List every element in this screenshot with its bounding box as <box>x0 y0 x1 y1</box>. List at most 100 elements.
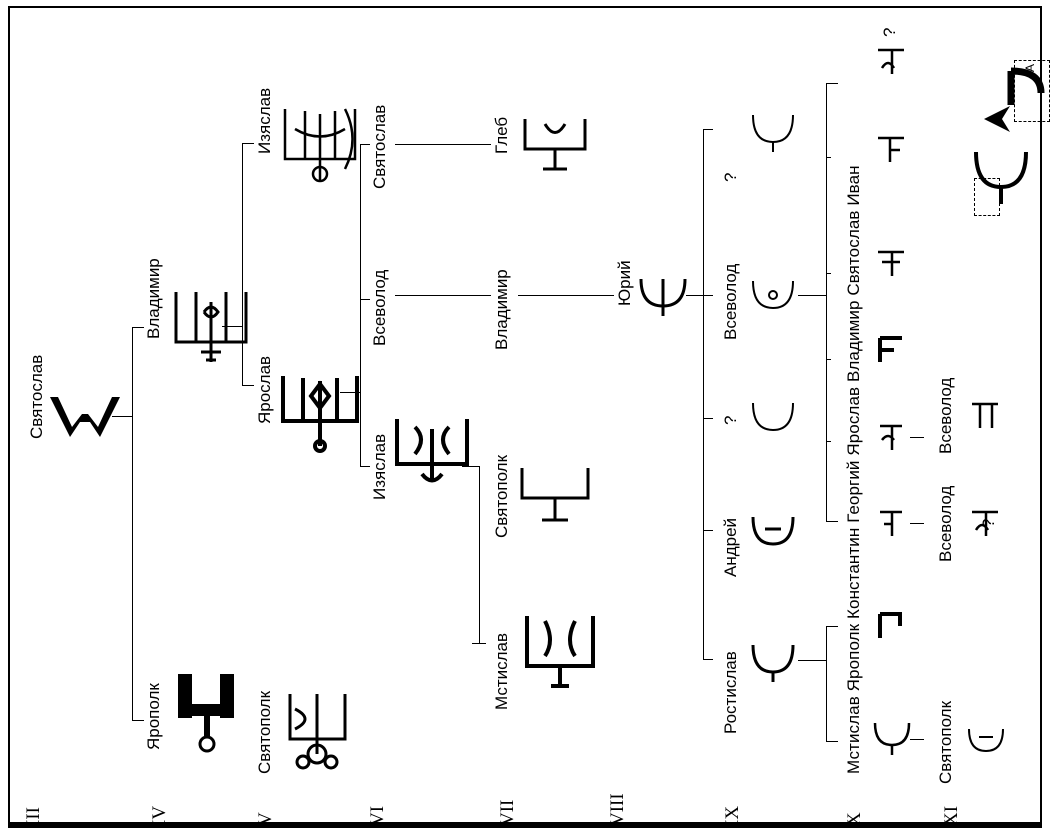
name-vsevolod2-g11: Всеволод <box>936 377 955 454</box>
sign-sviatoslav-g3-icon <box>50 397 120 437</box>
name-gleb-g7: Глеб <box>492 116 511 154</box>
connector-g3-stem <box>112 416 132 417</box>
name-vsevolod-g9: Всеволод <box>721 263 740 340</box>
name-unknown1-g9: ? <box>721 415 740 425</box>
generation-VI: VI <box>367 805 388 826</box>
name-sviatoslav-g3: Святослав <box>27 354 46 439</box>
frame-bottom-edge <box>8 823 1042 828</box>
connector-vsevolod-g9-stem <box>798 295 826 296</box>
connector-g9-left-drop2 <box>826 626 838 627</box>
sign-vladimir-g4-icon <box>174 292 248 362</box>
connector-vsevolod-g6-drop <box>360 299 370 300</box>
connector-g9-right-tick5 <box>826 157 831 158</box>
connector-g8-branch <box>703 130 704 660</box>
connector-yuri-stem <box>686 295 703 296</box>
name-mstislav-g7: Мстислав <box>492 632 511 710</box>
name-sviatoslav-g6: Святослав <box>370 104 389 189</box>
sign-vladimir-g10-icon <box>878 250 904 276</box>
sign-sviatopolk-g11-icon <box>968 728 1004 753</box>
generation-V: V <box>255 812 276 826</box>
connector-g6-branch <box>479 466 480 644</box>
generation-III: III <box>23 807 44 826</box>
sign-mstislav-g7-icon <box>525 616 595 688</box>
sign-ivan-g10-icon <box>878 48 904 74</box>
connector-g9-left-branch <box>826 627 827 742</box>
sign-vsevolod-g9-icon <box>752 280 794 310</box>
name-unknown-g10: ? <box>880 27 899 37</box>
name-yuri-g8: Юрий <box>615 260 634 306</box>
sign-izyaslav-g6-icon <box>395 419 469 483</box>
generation-X: X <box>844 812 865 826</box>
connector-izyaslav-drop <box>242 143 254 144</box>
name-row-g10: Мстислав Ярополк Константин Георгий Ярос… <box>844 165 863 774</box>
sign-unknown2-g9-icon <box>752 114 794 152</box>
connector-g9-right-tick2 <box>826 441 831 442</box>
sign-yaroslav-g10-icon <box>878 336 902 362</box>
name-rostislav-g9: Ростислав <box>721 651 740 734</box>
sign-mstislav-g10-icon <box>873 722 911 755</box>
sign-unknown1-g9-icon <box>752 402 794 432</box>
sign-izyaslav-g5-icon <box>283 108 357 183</box>
inset-detail: A <box>956 42 1052 222</box>
connector-yaroslav-drop <box>242 385 254 386</box>
sign-yaropolk-g4-icon <box>178 674 234 753</box>
name-izyaslav-g5: Изяслав <box>255 87 274 154</box>
sign-gleb-g7-icon <box>523 119 587 171</box>
sign-georgi-g10-icon <box>880 424 902 450</box>
sign-yuri-g8-icon <box>639 278 687 316</box>
name-sviatopolk-g11: Святополк <box>936 700 955 784</box>
connector-sviatoslav-to-gleb <box>395 144 491 145</box>
generation-XI: XI <box>941 805 962 826</box>
sign-yaroslav-g5-icon <box>281 376 359 453</box>
connector-unknown1-drop <box>703 418 713 419</box>
sign-vsevolod2-g11-icon <box>972 402 998 428</box>
inset-label: A <box>1023 63 1037 72</box>
name-vladimir-g4: Владимир <box>144 258 163 339</box>
name-sviatopolk-g7: Святополк <box>492 454 511 538</box>
connector-g9-right-tick4 <box>826 273 831 274</box>
connector-g9-right-branch <box>826 84 827 522</box>
connector-rostislav-drop <box>703 659 713 660</box>
connector-vsevolod-g9-drop <box>703 295 713 296</box>
name-vsevolod1-g11: Всеволод <box>936 485 955 562</box>
name-yaropolk-g4: Ярополк <box>144 683 163 750</box>
name-yaroslav-g5: Ярослав <box>255 355 274 424</box>
connector-izyaslav-g6-drop <box>360 466 370 467</box>
name-andrei-g9: Андрей <box>721 517 740 577</box>
connector-g9-left-drop1 <box>826 741 838 742</box>
sign-yaropolk-g10-icon <box>878 612 902 638</box>
name-unknown2-g9: ? <box>721 172 740 182</box>
sign-vsevolod1-g11-icon <box>972 510 998 536</box>
name-vladimir-g7: Владимир <box>492 269 511 350</box>
connector-georgi-to-vsevolod <box>910 437 924 438</box>
connector-vsevolod-to-vladimir <box>395 295 491 296</box>
connector-vladimir-drop <box>132 327 144 328</box>
name-izyaslav-g6: Изяслав <box>370 433 389 500</box>
connector-g3-branch <box>132 328 133 721</box>
name-vsevolod-g6: Всеволод <box>370 269 389 346</box>
connector-vladimir-to-yuri <box>518 295 614 296</box>
arrow-icon <box>984 106 1010 132</box>
generation-VII: VII <box>497 799 518 826</box>
sign-rostislav-g9-icon <box>751 644 795 682</box>
connector-rostislav-stem <box>798 660 826 661</box>
connector-yaropolk-drop <box>132 720 144 721</box>
name-sviatopolk-g5: Святополк <box>255 690 274 774</box>
connector-g9-right-tick3 <box>826 359 831 360</box>
sign-konstantin-g10-icon <box>880 510 902 536</box>
connector-mstislav-drop <box>472 643 486 644</box>
sign-sviatoslav-g10-icon <box>878 136 904 162</box>
connector-mstislav-g10-to-g11 <box>910 739 924 740</box>
connector-konstantin-to-vsevolod <box>910 523 924 524</box>
sign-inset-large-icon <box>1007 67 1045 105</box>
connector-andrei-drop <box>703 530 713 531</box>
connector-g9-right-drop1 <box>826 521 838 522</box>
generation-VIII: VIII <box>607 793 628 826</box>
sign-inset-small-icon <box>974 151 1028 204</box>
sign-sviatopolk-g7-icon <box>520 468 590 522</box>
connector-unknown2-drop <box>703 129 713 130</box>
connector-g9-right-drop6 <box>826 83 838 84</box>
sign-sviatopolk-g5-icon <box>288 694 347 770</box>
generation-IX: IX <box>722 805 743 826</box>
